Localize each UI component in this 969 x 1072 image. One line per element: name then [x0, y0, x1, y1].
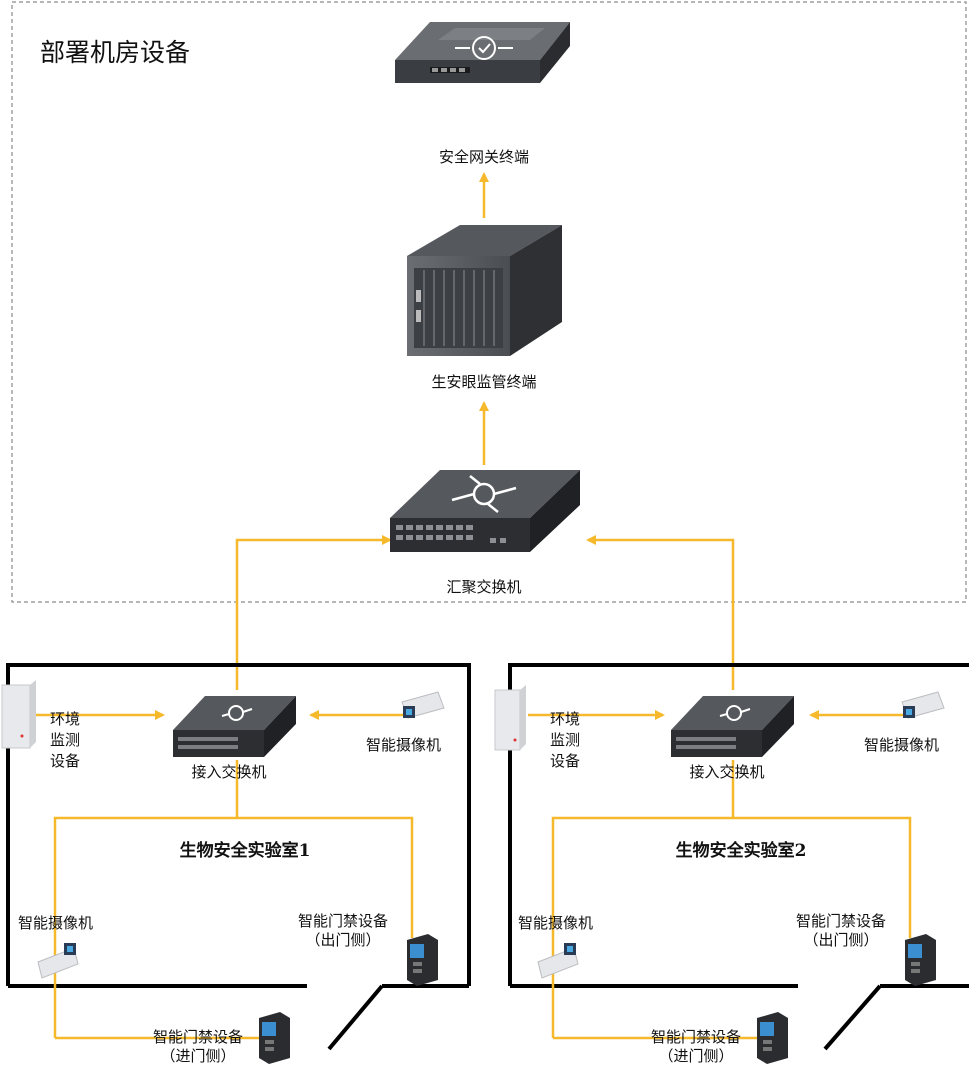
lab1-camera-right-label: 智能摄像机 — [366, 736, 442, 754]
lab1-env-monitor-label: 环境 监测 设备 — [50, 710, 81, 770]
access-switch-icon-lab1 — [173, 696, 296, 757]
door-terminal-icon-lab1-entry — [259, 1012, 290, 1064]
server-room-zone — [11, 1, 967, 603]
camera-icon-lab2-left — [537, 943, 579, 979]
lab2-access-switch-label: 接入交换机 — [689, 763, 765, 781]
aggregation-switch-icon — [390, 470, 580, 552]
lab1-title: 生物安全实验室1 — [179, 841, 311, 861]
lab1-door-entry-label: 智能门禁设备 （进门侧） — [152, 1028, 244, 1065]
lab2-camera-right-label: 智能摄像机 — [864, 736, 940, 754]
lab-links — [28, 710, 912, 1040]
env-monitor-icon-lab2 — [494, 685, 526, 751]
camera-icon-lab1-right — [401, 691, 445, 719]
lab1-access-switch-label: 接入交换机 — [191, 763, 267, 781]
aggregation-switch-label: 汇聚交换机 — [446, 578, 522, 596]
access-switch-icon-lab2 — [671, 696, 794, 757]
management-terminal-label: 生安眼监管终端 — [431, 373, 537, 391]
zone-title: 部署机房设备 — [40, 38, 191, 67]
security-gateway-icon — [395, 22, 570, 83]
door-terminal-icon-lab2-exit — [905, 934, 936, 986]
lab2-title: 生物安全实验室2 — [675, 841, 807, 861]
camera-icon-lab2-right — [901, 691, 945, 719]
lab1-camera-left-label: 智能摄像机 — [18, 914, 94, 932]
lab2-door-entry-label: 智能门禁设备 （进门侧） — [650, 1028, 742, 1065]
lab-walls — [6, 663, 969, 1051]
lab2-camera-left-label: 智能摄像机 — [518, 914, 594, 932]
management-server-icon — [407, 225, 562, 356]
door-terminal-icon-lab1-exit — [407, 934, 438, 986]
lab1-door-exit-label: 智能门禁设备 （出门侧） — [297, 912, 389, 949]
link-lines — [235, 172, 735, 690]
door-terminal-icon-lab2-entry — [757, 1012, 788, 1064]
lab2-env-monitor-label: 环境 监测 设备 — [550, 710, 581, 770]
camera-icon-lab1-left — [37, 943, 79, 979]
lab2-door-exit-label: 智能门禁设备 （出门侧） — [795, 912, 887, 949]
env-monitor-icon-lab1 — [1, 680, 36, 749]
gateway-label: 安全网关终端 — [438, 148, 530, 166]
